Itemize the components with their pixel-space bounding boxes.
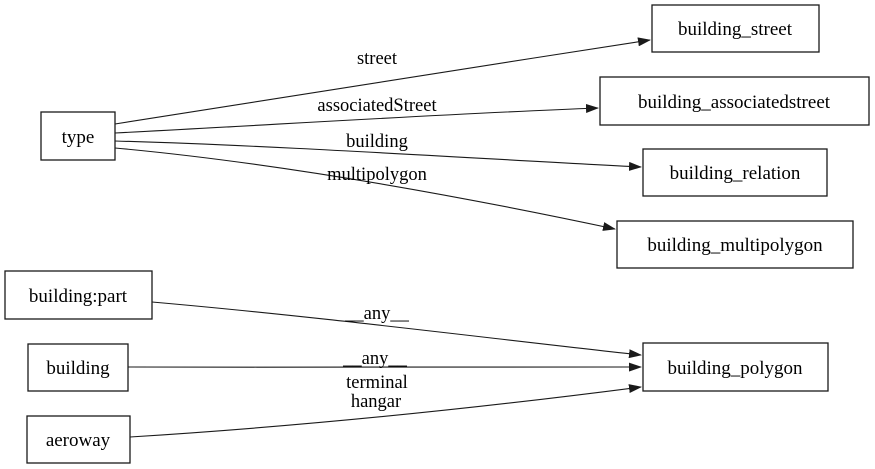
node-building-box — [27, 343, 129, 392]
node-type: type — [40, 111, 116, 161]
edge-label-building: building — [346, 132, 408, 152]
node-building_multipolygon-label: building_multipolygon — [647, 235, 823, 256]
node-aeroway-box — [26, 415, 131, 464]
edge-label-associatedstreet: associatedStreet — [317, 96, 437, 116]
node-building_associatedstreet-label: building_associatedstreet — [638, 92, 831, 113]
edge-aeroway-building_polygon — [129, 384, 642, 438]
edge-label-any-buildingpart: __any__ — [344, 304, 409, 324]
node-aeroway-label: aeroway — [46, 430, 111, 451]
node-building_relation-label: building_relation — [670, 163, 801, 184]
node-building_polygon-label: building_polygon — [667, 358, 803, 379]
node-type-box — [40, 111, 116, 161]
node-building_associatedstreet-box — [599, 76, 870, 126]
edge-label-street: street — [357, 49, 398, 69]
edge-label-any-building: __any__ — [342, 349, 407, 369]
edge-type-building_associatedstreet — [114, 103, 599, 134]
node-building_polygon-box — [642, 342, 829, 392]
node-building_street-box — [651, 4, 820, 53]
node-building_polygon: building_polygon — [642, 342, 829, 392]
node-building_multipolygon: building_multipolygon — [616, 220, 854, 269]
node-building_multipolygon-box — [616, 220, 854, 269]
edge-label-hangar: hangar — [351, 392, 401, 412]
node-building_part-label: building:part — [29, 286, 128, 307]
node-building_part-box — [4, 270, 153, 320]
node-building_relation: building_relation — [642, 148, 828, 197]
edge-type-building_street — [114, 37, 651, 125]
node-building_relation-box — [642, 148, 828, 197]
node-building-label: building — [46, 358, 110, 379]
edge-labels-layer: street associatedStreet building multipo… — [317, 49, 437, 412]
node-building_associatedstreet: building_associatedstreet — [599, 76, 870, 126]
edge-label-terminal: terminal — [346, 373, 408, 393]
node-aeroway: aeroway — [26, 415, 131, 464]
node-type-label: type — [62, 127, 95, 148]
node-building_part: building:part — [4, 270, 153, 320]
edges-layer — [114, 37, 651, 438]
edge-building_part-building_polygon — [151, 301, 642, 359]
edge-type-building_relation — [114, 140, 642, 171]
node-building: building — [27, 343, 129, 392]
node-building_street-label: building_street — [678, 19, 793, 40]
edge-label-multipolygon: multipolygon — [327, 165, 427, 185]
nodes-layer: type building_street building_associated… — [4, 4, 870, 464]
node-building_street: building_street — [651, 4, 820, 53]
edge-type-building_multipolygon — [114, 147, 616, 231]
